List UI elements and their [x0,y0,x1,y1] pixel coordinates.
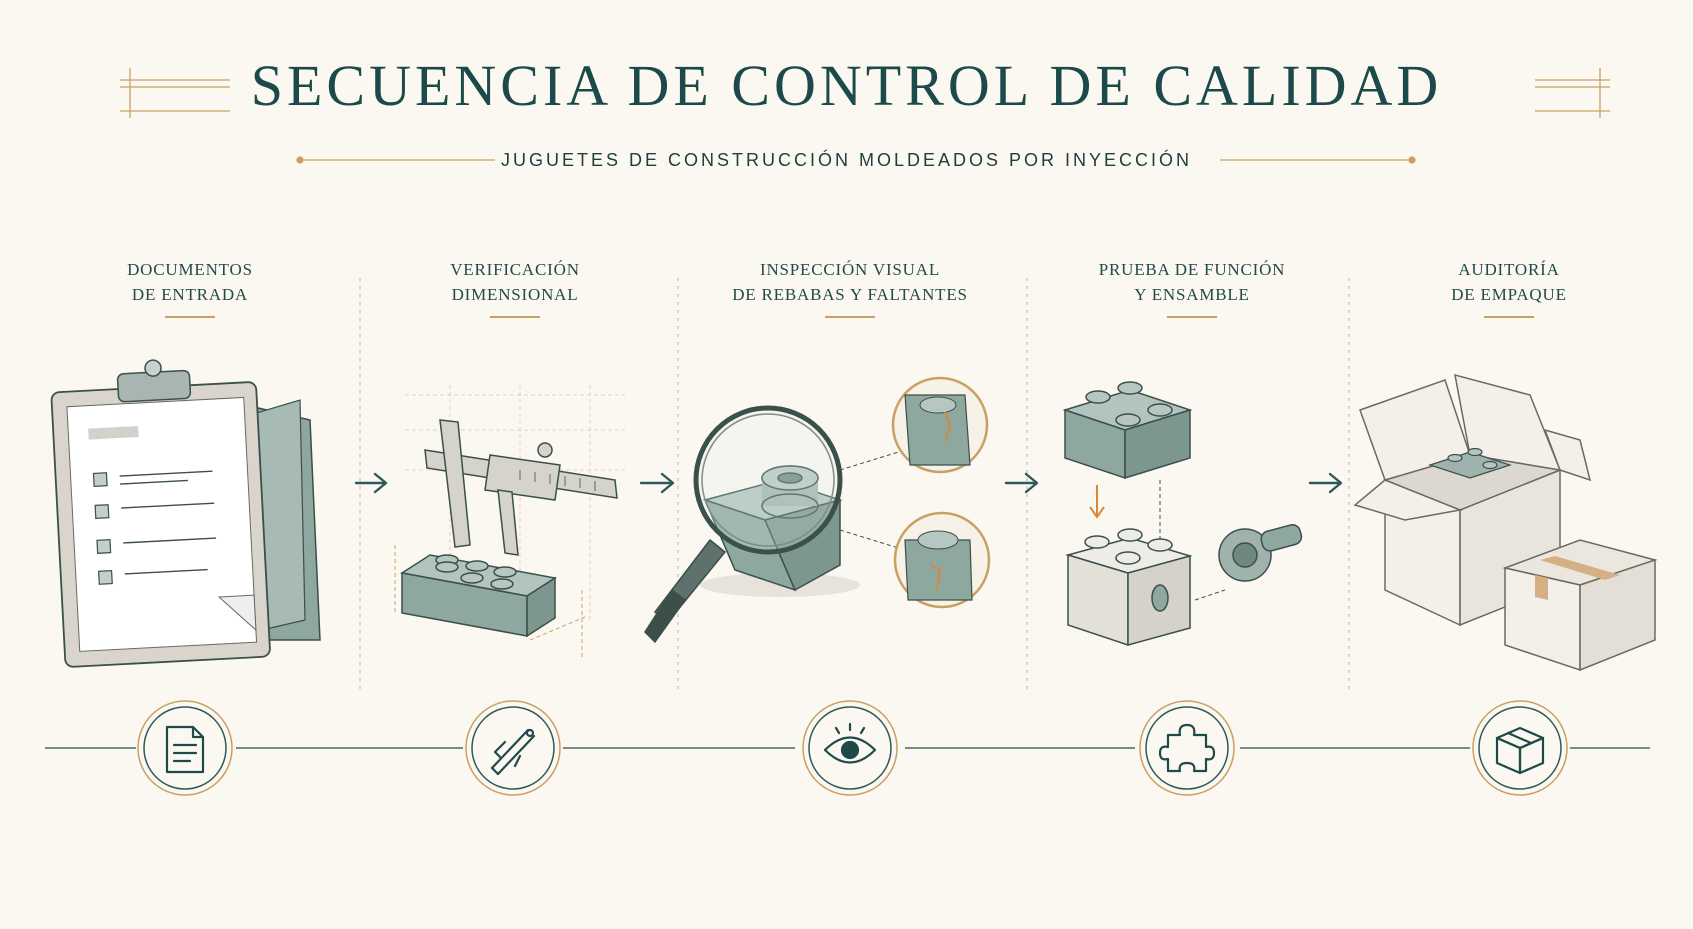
subtitle-rule-left [296,156,495,164]
step-2-underline [490,316,540,318]
page-title: SECUENCIA DE CONTROL DE CALIDAD [250,53,1443,118]
timeline-node-1 [137,700,233,796]
step-1-label-line2: DE ENTRADA [131,285,249,304]
step-5-underline [1484,316,1534,318]
step-4-label-line1: PRUEBA DE FUNCIÓN [1098,260,1286,279]
step-1-label: DOCUMENTOS DE ENTRADA [60,257,320,307]
flow-arrow-3 [1004,472,1039,494]
step-1-underline [165,316,215,318]
step-3-label-line1: INSPECCIÓN VISUAL [760,260,940,279]
step-4-label: PRUEBA DE FUNCIÓN Y ENSAMBLE [1062,257,1322,307]
flow-arrows [354,472,1343,494]
timeline-node-4 [1139,700,1235,796]
step-5-label: AUDITORÍA DE EMPAQUE [1379,257,1639,307]
document-icon [165,725,205,774]
detail-circle-top [891,376,989,474]
flow-arrow-2 [639,472,675,494]
page-subtitle: JUGUETES DE CONSTRUCCIÓN MOLDEADOS POR I… [500,150,1193,170]
timeline-node-2 [465,700,561,796]
step-2-label-line1: VERIFICACIÓN [450,260,580,279]
caliper-illustration [394,385,625,660]
step-3-underline [825,316,875,318]
puzzle-icon [1158,723,1216,773]
detail-circle-bottom [893,511,991,609]
flow-arrow-1 [354,472,388,494]
clipboard-illustration [50,359,321,668]
subtitle-rule-right [1220,156,1416,164]
assembly-illustration [1062,381,1303,647]
step-1-label-line1: DOCUMENTOS [127,260,253,279]
step-4-label-line2: Y ENSAMBLE [1134,285,1250,304]
boxes-illustration [1353,373,1658,672]
step-2-label: VERIFICACIÓN DIMENSIONAL [385,257,645,307]
flow-arrow-4 [1308,472,1343,494]
step-4-underline [1167,316,1217,318]
step-2-label-line2: DIMENSIONAL [451,285,579,304]
step-5-label-line2: DE EMPAQUE [1451,285,1567,304]
caliper-icon [490,728,536,776]
gear-part [1218,524,1303,582]
step-3-label-line2: DE REBABAS Y FALTANTES [732,285,968,304]
title-ornament-left [120,68,230,118]
step-3-label: INSPECCIÓN VISUAL DE REBABAS Y FALTANTES [720,257,980,307]
magnifier-illustration [644,376,991,644]
step-5-label-line1: AUDITORÍA [1458,260,1560,279]
title-ornament-right [1535,68,1610,118]
down-arrow [1089,485,1105,519]
eye-icon [823,722,877,764]
box-icon [1495,726,1545,775]
